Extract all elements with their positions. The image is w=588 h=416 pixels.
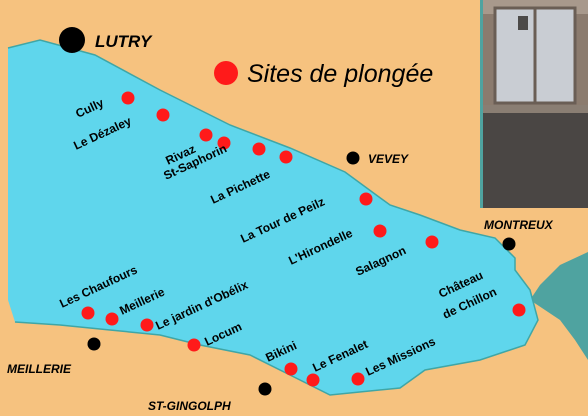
town-st-gingolph: ST-GINGOLPH <box>148 382 272 413</box>
town-label: ST-GINGOLPH <box>148 399 231 413</box>
inset-photo <box>483 0 588 208</box>
town-lutry: LUTRY <box>59 27 153 53</box>
site-st-saphorin-2 <box>252 142 266 156</box>
town-meillerie: MEILLERIE <box>7 337 101 376</box>
town-vevey: VEVEY <box>346 151 409 166</box>
town-label: MONTREUX <box>484 218 554 232</box>
legend-label: Sites de plongée <box>247 60 433 88</box>
legend-dot-icon <box>214 61 238 85</box>
town-label: VEVEY <box>368 152 409 166</box>
legend: Sites de plongée <box>214 60 433 88</box>
town-montreux: MONTREUX <box>484 218 554 251</box>
town-label: MEILLERIE <box>7 362 72 376</box>
lake-shape <box>8 40 538 395</box>
shoreline <box>7 39 539 396</box>
town-label: LUTRY <box>95 32 153 51</box>
